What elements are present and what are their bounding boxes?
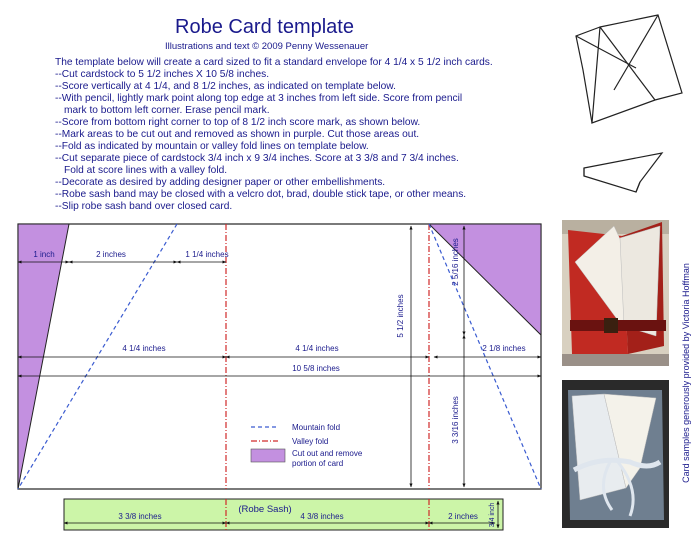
- legend-cutout-label: portion of card: [292, 459, 343, 468]
- instruction-line: --Score vertically at 4 1/4, and 8 1/2 i…: [55, 81, 396, 92]
- instruction-line: mark to bottom left corner. Erase pencil…: [64, 105, 270, 116]
- dim-label: 3 3/8 inches: [118, 512, 161, 521]
- legend-cutout-label: Cut out and remove: [292, 449, 363, 458]
- photo-credit-vertical: Card samples generously provided by Vict…: [676, 228, 696, 518]
- dim-label: 4 3/8 inches: [300, 512, 343, 521]
- instruction-line: --Robe sash band may be closed with a ve…: [55, 189, 467, 200]
- dim-label: 1 inch: [33, 250, 54, 259]
- dim-label: 2 inches: [448, 512, 478, 521]
- page-title: Robe Card template: [175, 16, 354, 38]
- instruction-line: --Mark areas to be cut out and removed a…: [55, 129, 420, 140]
- instruction-line: --Score from bottom right corner to top …: [55, 117, 421, 128]
- dim-label: 3 3/16 inches: [451, 396, 460, 444]
- dim-label: 3/4 inch: [489, 503, 496, 528]
- dim-label: 2 5/16 inches: [451, 238, 460, 286]
- legend: Mountain fold Valley fold Cut out and re…: [250, 423, 363, 468]
- instructions-block: The template below will create a card si…: [55, 57, 560, 213]
- photo-credit-text: Card samples generously provided by Vict…: [681, 263, 691, 483]
- dim-label: 2 1/8 inches: [482, 344, 525, 353]
- dim-label: 2 inches: [96, 250, 126, 259]
- instruction-line: --Cut cardstock to 5 1/2 inches X 10 5/8…: [55, 69, 270, 80]
- cutout-top-right: [427, 223, 542, 337]
- sample-card-photo-red: [562, 220, 669, 366]
- instruction-line: --Fold as indicated by mountain or valle…: [55, 141, 369, 152]
- instruction-line: --Slip robe sash band over closed card.: [55, 201, 233, 212]
- instruction-line: --Cut separate piece of cardstock 3/4 in…: [55, 153, 459, 164]
- copyright-credit: Illustrations and text © 2009 Penny Wess…: [165, 41, 369, 52]
- dim-label: 5 1/2 inches: [396, 294, 405, 337]
- instruction-line: Fold at score lines with a valley fold.: [64, 165, 228, 176]
- legend-mountain-label: Mountain fold: [292, 423, 340, 432]
- legend-cutout-swatch: [250, 448, 286, 463]
- folded-card-illustration: [575, 14, 683, 124]
- sash-band-illustration: [583, 152, 664, 193]
- instruction-line: The template below will create a card si…: [55, 57, 493, 68]
- instruction-line: --With pencil, lightly mark point along …: [55, 93, 463, 104]
- sample-card-photo-blue: [562, 380, 669, 528]
- sash-label: (Robe Sash): [238, 504, 291, 515]
- dim-label: 4 1/4 inches: [122, 344, 165, 353]
- instruction-line: --Decorate as desired by adding designer…: [55, 177, 386, 188]
- legend-valley-label: Valley fold: [292, 437, 328, 446]
- dim-label: 4 1/4 inches: [295, 344, 338, 353]
- dim-label: 1 1/4 inches: [185, 250, 228, 259]
- robe-sash-strip: (Robe Sash) 3 3/8 inches 4 3/8 inches 2 …: [63, 498, 504, 531]
- dim-label: 10 5/8 inches: [292, 364, 340, 373]
